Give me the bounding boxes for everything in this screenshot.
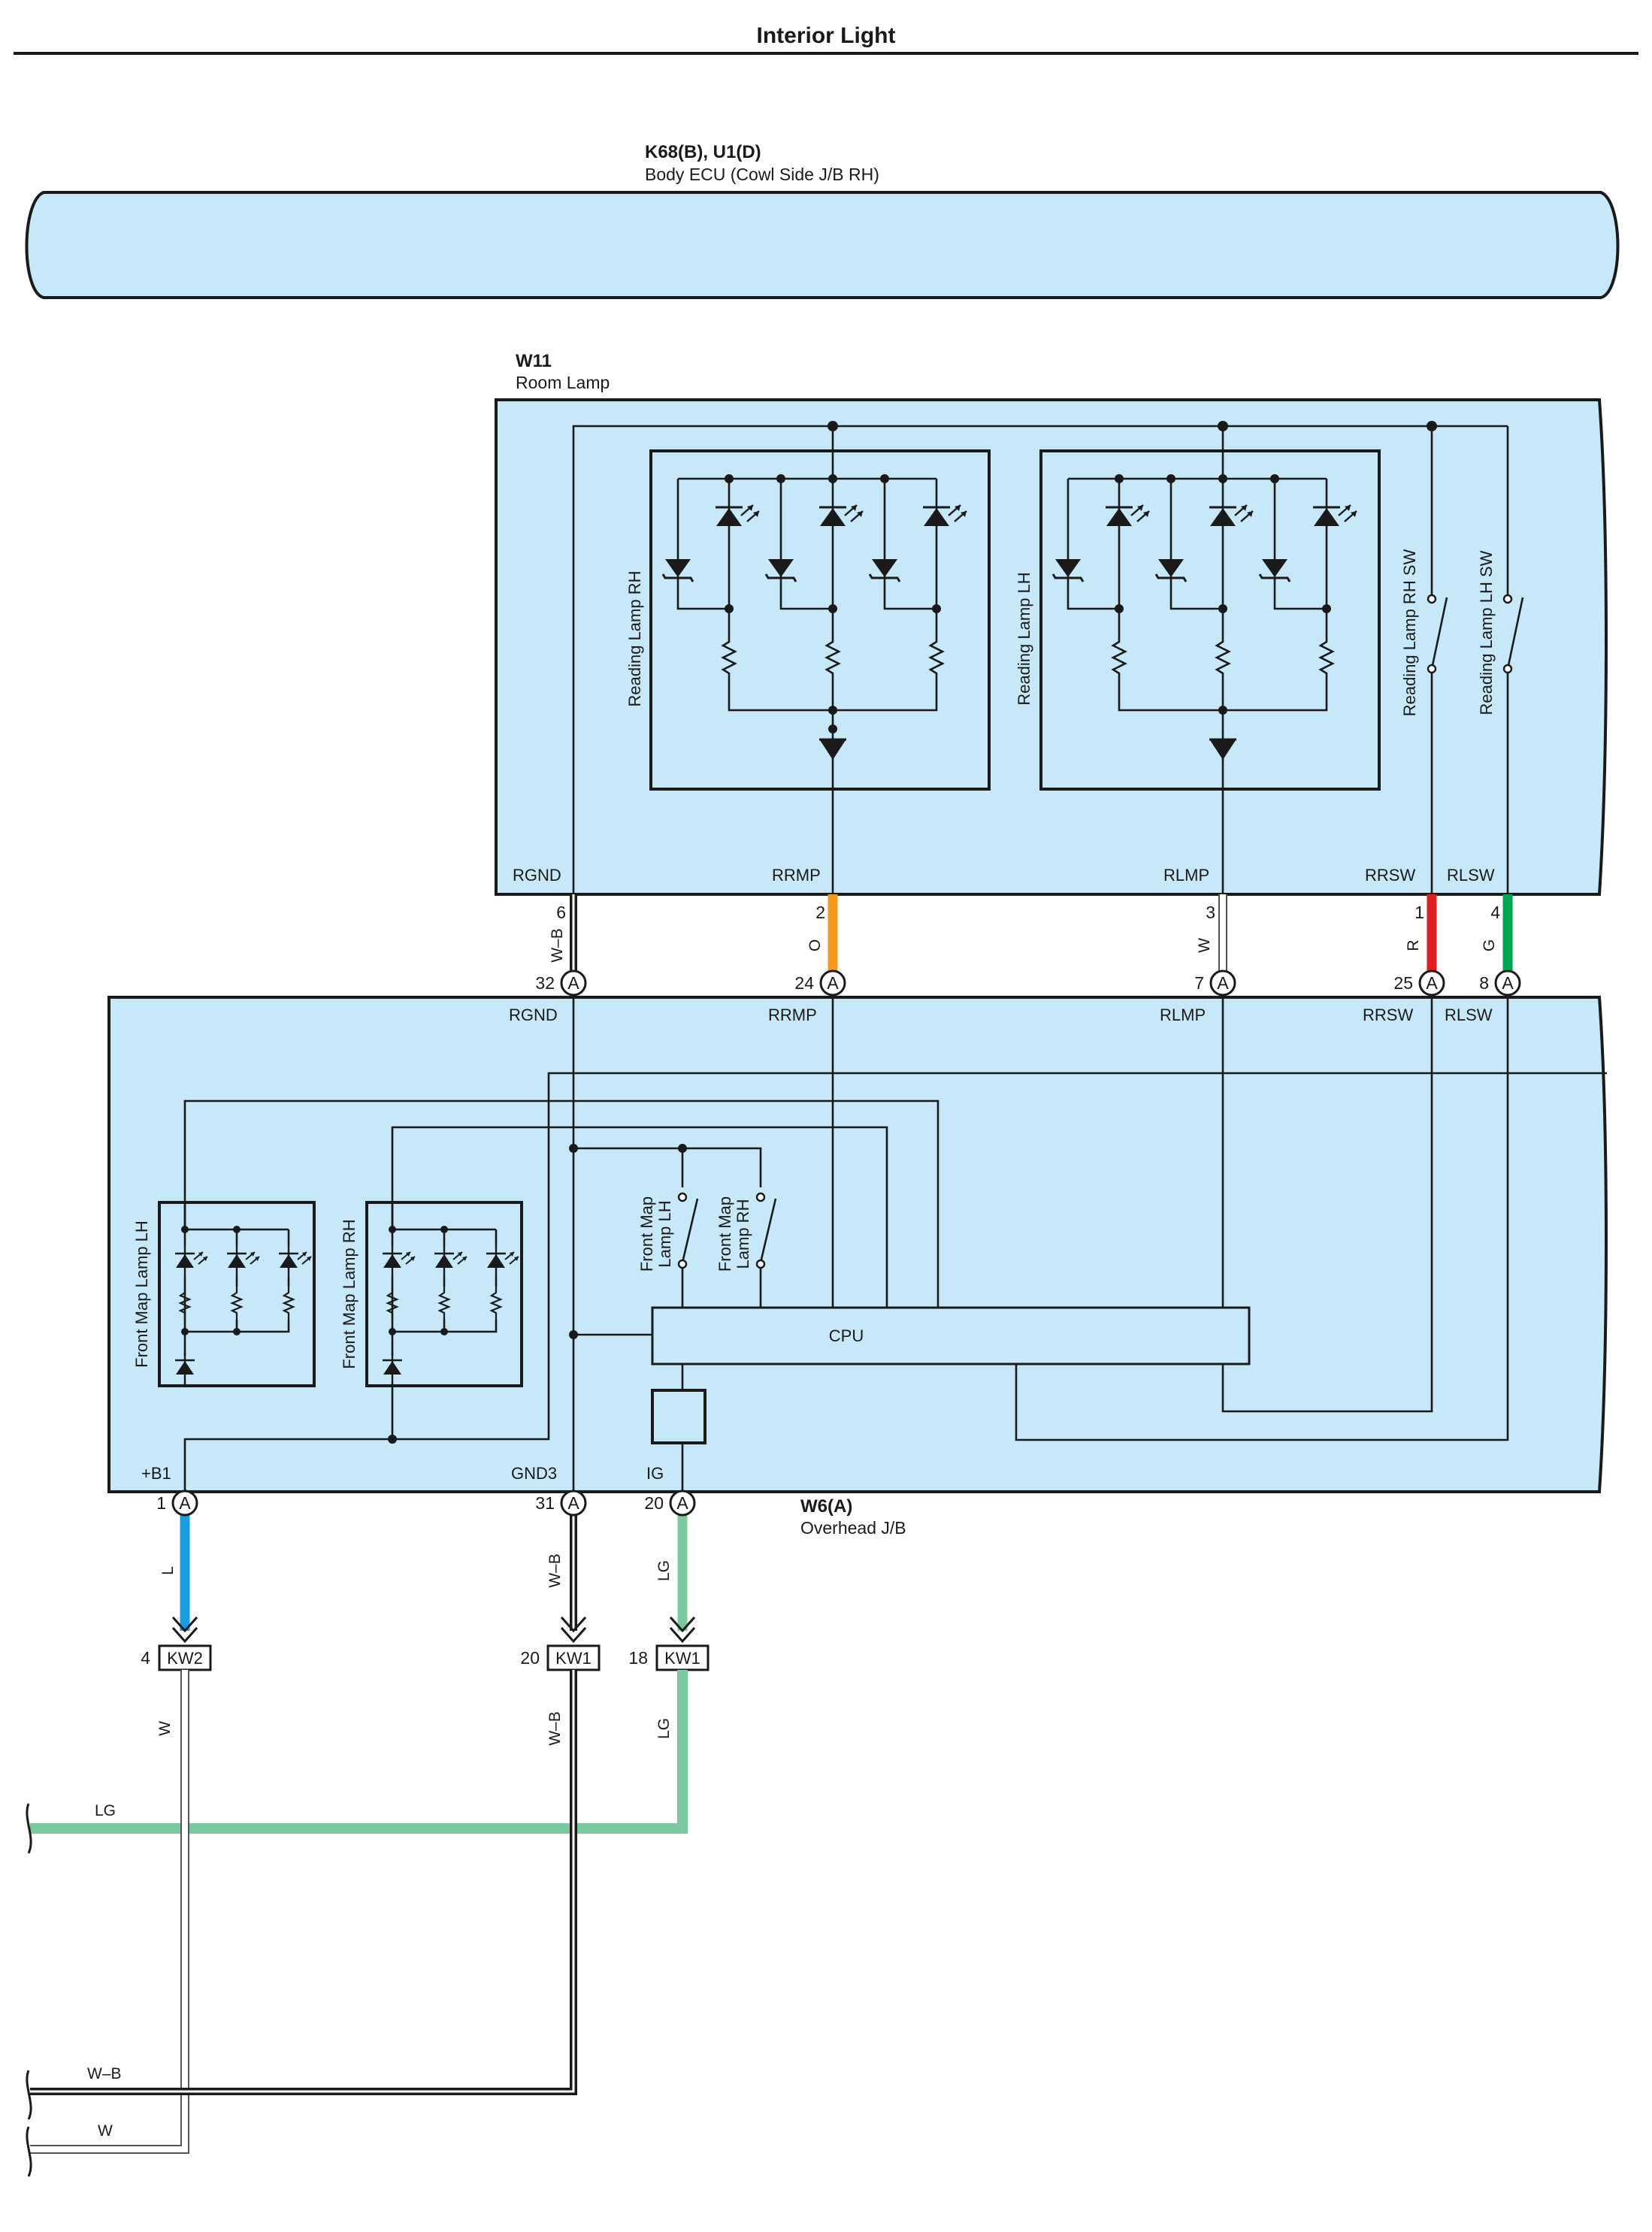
reading-lamp-rh-sw-label: Reading Lamp RH SW xyxy=(1400,549,1419,717)
w6-pin-ig: 20 xyxy=(644,1493,664,1513)
w11-pin-rlsw: 4 xyxy=(1490,903,1500,922)
w11-pin-rrmp: 2 xyxy=(815,903,825,922)
reading-lamp-rh: Reading Lamp RH xyxy=(625,449,991,894)
room-lamp-block-id: W11 xyxy=(516,351,552,371)
front-map-lamp-rh-label: Front Map Lamp RH xyxy=(340,1219,359,1369)
kw1-gnd-pin: 20 xyxy=(520,1648,540,1668)
reading-lamp-lh-label: Reading Lamp LH xyxy=(1015,572,1033,705)
wire-label-w-lower: W xyxy=(156,1721,174,1736)
terminal-name-rrsw: RRSW xyxy=(1365,866,1415,885)
svg-text:A: A xyxy=(676,1493,688,1513)
w6-pin-gnd3: 31 xyxy=(535,1493,555,1513)
wire-label-lg-upper: LG xyxy=(655,1560,673,1581)
kw2-pin: 4 xyxy=(141,1648,150,1668)
w6-pin-rrmp: 24 xyxy=(794,973,814,993)
w11-pin-rgnd: 6 xyxy=(556,903,566,922)
ground-label-w: W xyxy=(98,2122,113,2140)
w6-terminal-rlmp: RLMP xyxy=(1160,1006,1206,1024)
reading-lamp-rh-label: Reading Lamp RH xyxy=(625,571,644,707)
ground-label-w-b: W–B xyxy=(87,2065,122,2082)
front-map-rh-label-2: Lamp RH xyxy=(734,1199,752,1269)
wire-label-l: L xyxy=(159,1566,177,1575)
w6-pin-rlmp: 7 xyxy=(1194,973,1204,993)
overhead-jb-block xyxy=(107,996,1608,1493)
wire-label-w-b-upper: W–B xyxy=(546,1553,564,1588)
svg-text:A: A xyxy=(1502,973,1514,993)
break-marks xyxy=(26,1803,32,2177)
wire-label-w-b-lower: W–B xyxy=(546,1711,564,1746)
reading-lamp-lh-switch: Reading Lamp LH SW xyxy=(1432,425,1524,894)
w6-internal-wiring xyxy=(183,995,1607,1492)
wire-label-rrsw: R xyxy=(1405,939,1422,951)
w6-terminal-ig: IG xyxy=(646,1464,664,1483)
svg-text:A: A xyxy=(567,1493,579,1513)
reading-lamp-lh-sw-label: Reading Lamp LH SW xyxy=(1477,550,1496,715)
w6-pin-b1: 1 xyxy=(156,1493,166,1513)
kw1-ig-pin: 18 xyxy=(628,1648,648,1668)
w6-top-connectors: A A A A A xyxy=(560,969,1521,997)
ground-label-lg: LG xyxy=(95,1802,116,1819)
cpu-label: CPU xyxy=(829,1326,864,1345)
wire-w-b-lower xyxy=(30,1670,577,2095)
front-map-lamp-lh-switch: Front Map Lamp LH xyxy=(637,1192,699,1308)
room-lamp-block xyxy=(495,398,1608,896)
svg-text:A: A xyxy=(1217,973,1229,993)
wire-lg-lower xyxy=(30,1670,688,1834)
reading-lamp-rh-switch: Reading Lamp RH SW xyxy=(1400,426,1448,894)
w6-terminal-b1: +B1 xyxy=(141,1464,171,1483)
w6-terminal-rlsw: RLSW xyxy=(1445,1006,1493,1024)
ecu-block-id: K68(B), U1(D) xyxy=(645,142,761,162)
svg-text:KW1: KW1 xyxy=(555,1649,592,1668)
front-map-lamp-lh: Front Map Lamp LH xyxy=(132,1201,316,1387)
connector-kw2 xyxy=(158,1644,212,1671)
terminal-name-rlmp: RLMP xyxy=(1163,866,1209,885)
terminal-name-rlsw: RLSW xyxy=(1447,866,1495,885)
page-title: Interior Light xyxy=(757,23,896,48)
w6-terminal-rrmp: RRMP xyxy=(768,1006,817,1024)
w6-pin-rlsw: 8 xyxy=(1479,973,1489,993)
reading-lamp-lh: Reading Lamp LH xyxy=(1015,449,1381,894)
svg-text:KW1: KW1 xyxy=(664,1649,700,1668)
room-lamp-block-name: Room Lamp xyxy=(516,373,610,392)
wire-label-rlsw: G xyxy=(1481,939,1498,951)
front-map-lamp-rh: Front Map Lamp RH xyxy=(340,1201,523,1439)
front-map-rh-label-1: Front Map xyxy=(716,1196,734,1272)
svg-text:A: A xyxy=(1426,973,1438,993)
w6-terminal-rrsw: RRSW xyxy=(1363,1006,1413,1024)
wire-label-rrmp: O xyxy=(806,939,824,951)
front-map-lh-label-1: Front Map xyxy=(637,1196,656,1272)
w6-terminal-rgnd: RGND xyxy=(509,1006,558,1024)
terminal-name-rgnd: RGND xyxy=(513,866,561,885)
terminal-name-rrmp: RRMP xyxy=(772,866,821,885)
overhead-block-name: Overhead J/B xyxy=(800,1518,906,1538)
wire-label-rgnd: W–B xyxy=(549,928,566,963)
svg-text:A: A xyxy=(567,973,579,993)
front-map-lamp-rh-switch: Front Map Lamp RH xyxy=(716,1192,777,1308)
w6-bottom-connectors: A A A xyxy=(171,1490,696,1517)
overhead-block-id: W6(A) xyxy=(800,1496,852,1517)
front-map-lamp-lh-label: Front Map Lamp LH xyxy=(132,1220,151,1368)
wire-label-lg-lower: LG xyxy=(655,1718,673,1739)
w6-terminal-gnd3: GND3 xyxy=(511,1464,557,1483)
w6-pin-rgnd: 32 xyxy=(535,973,555,993)
w11-pin-rrsw: 1 xyxy=(1414,903,1424,922)
svg-text:A: A xyxy=(179,1493,191,1513)
cpu-block xyxy=(651,1306,1251,1366)
wire-label-rlmp: W xyxy=(1196,938,1213,953)
svg-text:A: A xyxy=(827,973,839,993)
front-map-lh-label-2: Lamp LH xyxy=(655,1200,674,1267)
w6-pin-rrsw: 25 xyxy=(1393,973,1413,993)
svg-text:KW2: KW2 xyxy=(167,1649,203,1668)
body-ecu-block xyxy=(25,191,1620,299)
connector-kw1-ig xyxy=(655,1644,710,1671)
ecu-block-name: Body ECU (Cowl Side J/B RH) xyxy=(645,165,879,184)
w11-pin-rlmp: 3 xyxy=(1206,903,1215,922)
